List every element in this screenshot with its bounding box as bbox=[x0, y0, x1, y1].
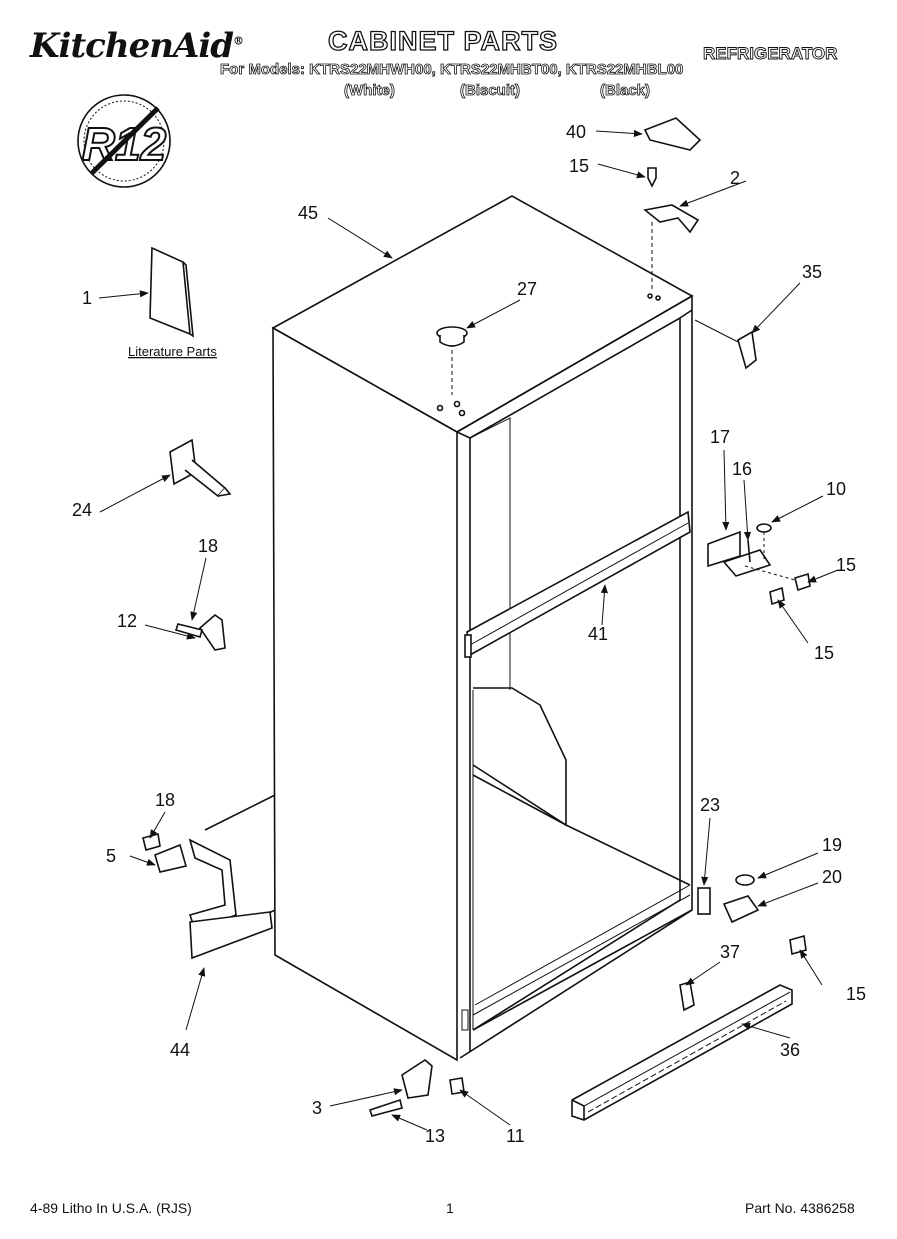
screw-icon bbox=[647, 167, 657, 188]
callout-18-lower: 18 bbox=[155, 790, 175, 810]
callout-36: 36 bbox=[780, 1040, 800, 1060]
variant-black: (Black) bbox=[600, 82, 651, 100]
literature-booklet-icon bbox=[149, 246, 194, 338]
callout-15-center-b: 15 bbox=[814, 643, 834, 663]
top-hinge-icon bbox=[643, 204, 700, 234]
appliance-type: REFRIGERATOR bbox=[703, 44, 838, 64]
callout-37: 37 bbox=[720, 942, 740, 962]
callout-27: 27 bbox=[517, 279, 537, 299]
callout-44: 44 bbox=[170, 1040, 190, 1060]
callout-10: 10 bbox=[826, 479, 846, 499]
toe-grille bbox=[571, 984, 793, 1121]
brand-logo: KitchenAid® bbox=[30, 26, 244, 66]
leveling-screw-icon bbox=[169, 438, 232, 498]
lower-left-hinge-icon bbox=[142, 833, 273, 960]
callout-2: 2 bbox=[730, 168, 740, 188]
page-number: 1 bbox=[446, 1200, 454, 1216]
callout-12: 12 bbox=[117, 611, 137, 631]
callout-35: 35 bbox=[802, 262, 822, 282]
model-list: For Models: KTRS22MHWH00, KTRS22MHBT00, … bbox=[220, 61, 684, 79]
lower-right-hinge-icon bbox=[697, 874, 807, 956]
part-number: Part No. 4386258 bbox=[745, 1200, 855, 1216]
hinge-bracket-upper-icon bbox=[174, 613, 226, 651]
callout-arrows bbox=[98, 129, 839, 1131]
cross-rail bbox=[464, 510, 691, 658]
callout-3: 3 bbox=[312, 1098, 322, 1118]
refrigerator-cabinet bbox=[204, 195, 694, 1062]
callout-19: 19 bbox=[822, 835, 842, 855]
litho-note: 4-89 Litho In U.S.A. (RJS) bbox=[30, 1200, 192, 1216]
callout-15-top: 15 bbox=[569, 156, 589, 176]
callout-23: 23 bbox=[700, 795, 720, 815]
no-r12-seal-icon: R12 bbox=[77, 94, 171, 188]
hinge-cover-icon bbox=[643, 117, 702, 151]
callout-16: 16 bbox=[732, 459, 752, 479]
callout-15-bottom: 15 bbox=[846, 984, 866, 1004]
callout-18-upper: 18 bbox=[198, 536, 218, 556]
callout-40: 40 bbox=[566, 122, 586, 142]
callout-13: 13 bbox=[425, 1126, 445, 1146]
callout-20: 20 bbox=[822, 867, 842, 887]
callout-1: 1 bbox=[82, 288, 92, 308]
plug-button-icon bbox=[436, 326, 468, 395]
hinge-bushing-icon bbox=[737, 330, 757, 370]
callout-15-center-a: 15 bbox=[836, 555, 856, 575]
callout-41: 41 bbox=[588, 624, 608, 644]
page-title: CABINET PARTS bbox=[327, 25, 559, 56]
callout-5: 5 bbox=[106, 846, 116, 866]
center-hinge-assembly-icon bbox=[707, 523, 811, 606]
variant-biscuit: (Biscuit) bbox=[460, 82, 521, 100]
literature-parts-label: Literature Parts bbox=[128, 344, 217, 359]
callout-45: 45 bbox=[298, 203, 318, 223]
bottom-hinge-icon bbox=[368, 1059, 465, 1117]
callout-11: 11 bbox=[506, 1126, 525, 1146]
callout-17: 17 bbox=[710, 427, 730, 447]
variant-white: (White) bbox=[344, 82, 396, 100]
callout-24: 24 bbox=[72, 500, 92, 520]
grille-clip-icon bbox=[679, 980, 695, 1012]
